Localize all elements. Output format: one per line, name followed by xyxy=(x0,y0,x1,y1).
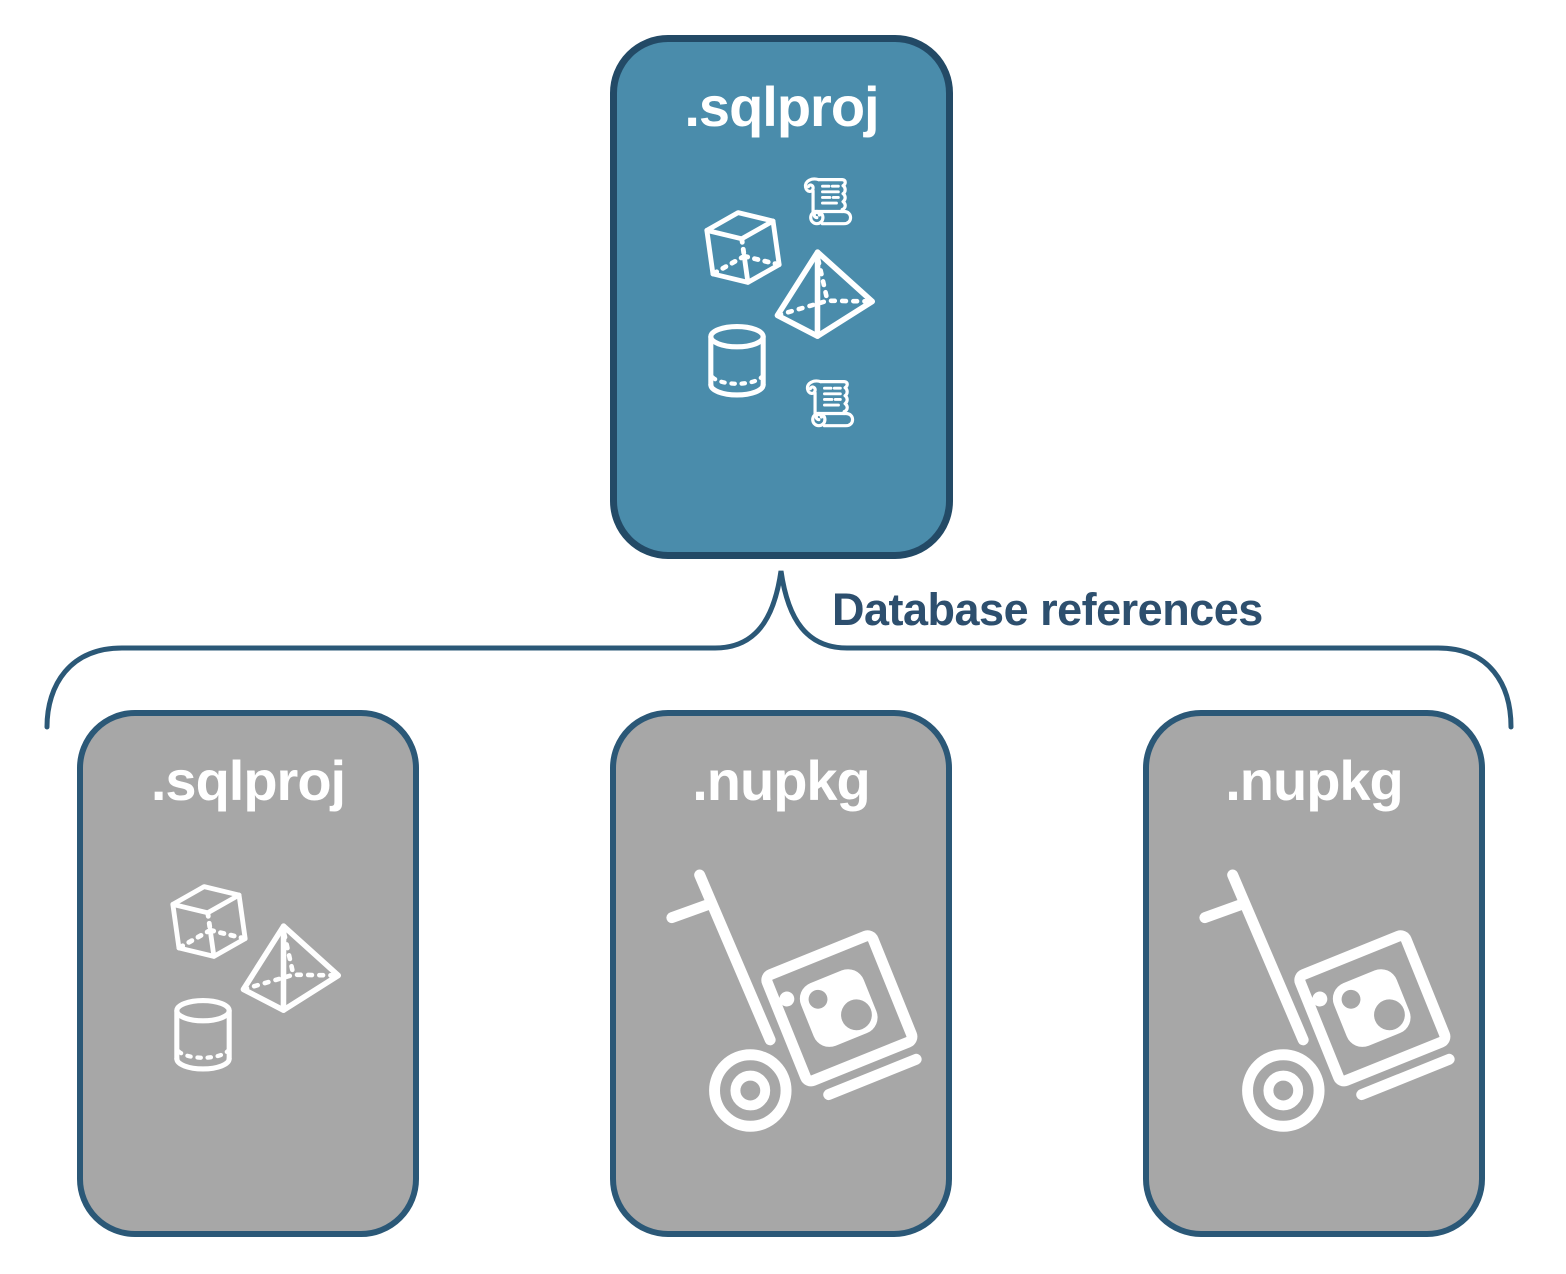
node-nupkg-1: .nupkg xyxy=(610,710,952,1237)
node-title: .nupkg xyxy=(692,749,871,812)
pyramid-icon xyxy=(239,922,343,1015)
cylinder-icon xyxy=(169,998,237,1074)
cylinder-icon xyxy=(703,324,771,400)
scroll-icon xyxy=(799,174,859,234)
node-sqlproj-parent: .sqlproj xyxy=(610,35,953,559)
node-nupkg-2: .nupkg xyxy=(1143,710,1485,1237)
connector-label: Database references xyxy=(832,584,1263,635)
node-title: .nupkg xyxy=(1225,749,1404,812)
node-sqlproj-child: .sqlproj xyxy=(77,710,419,1237)
node-title: .sqlproj xyxy=(150,749,346,812)
handtruck-package-icon xyxy=(1181,864,1479,1172)
handtruck-package-icon xyxy=(648,864,946,1172)
pyramid-icon xyxy=(773,248,877,341)
node-title: .sqlproj xyxy=(684,75,879,138)
scroll-icon xyxy=(801,376,861,436)
